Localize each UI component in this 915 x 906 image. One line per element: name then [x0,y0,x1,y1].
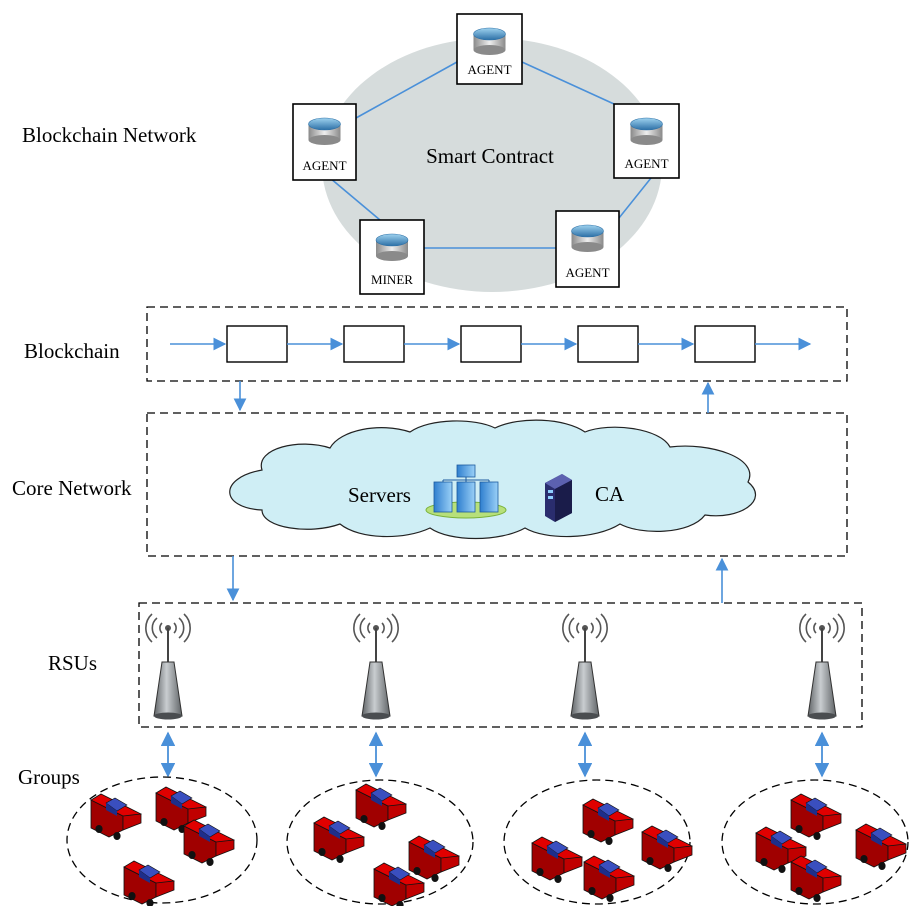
rsu-antennas [145,613,845,778]
database-icon [308,117,341,145]
node-miner-3: MINER [359,219,425,295]
car-icon [582,798,634,846]
vehicle-group-4 [721,779,909,905]
rsu-antenna-icon-3 [562,613,608,778]
vehicle-group-3 [503,779,693,905]
car-icon [183,819,235,867]
database-icon [571,224,604,252]
layer-label-rsus: RSUs [48,651,97,675]
block-3 [460,325,522,363]
car-icon [583,855,635,903]
ca-label: CA [595,482,625,506]
database-icon [630,117,663,145]
layer-arrows [226,381,729,603]
block-4 [577,325,639,363]
block-2 [343,325,405,363]
car-icon [408,835,460,883]
rsu-antenna-icon-2 [353,613,399,778]
layer-label-blockchain: Blockchain [24,339,120,363]
node-agent-4: AGENT [555,210,620,288]
node-agent-0: AGENT [456,13,523,85]
node-links [329,61,652,249]
ca-server-icon [545,474,572,522]
rsu-layer-frame [138,602,863,728]
car-icon [790,855,842,903]
layer-label-core-network: Core Network [12,476,132,500]
blockchain-layer-frame [146,306,848,382]
smart-contract-label: Smart Contract [426,144,554,168]
rsu-antenna-icon-1 [145,613,191,778]
servers-icon [425,464,507,519]
car-icon [313,816,365,864]
node-agent-2: AGENT [292,103,357,181]
block-5 [694,325,756,363]
database-icon [473,27,506,55]
car-icon [855,823,907,871]
vehicle-group-2 [286,779,474,906]
car-icon [90,793,142,841]
block-1 [226,325,288,363]
core-network-frame [146,412,848,557]
vehicle-groups [66,776,909,906]
vehicle-group-1 [66,776,258,906]
layer-label-groups: Groups [18,765,80,789]
servers-label: Servers [348,483,411,507]
node-label: AGENT [467,62,511,77]
car-icon [790,793,842,841]
node-label: MINER [371,272,413,287]
rsu-antenna-icon-4 [799,613,845,778]
car-icon [641,825,693,873]
block-chain [170,325,812,363]
node-label: AGENT [565,265,609,280]
car-icon [123,860,175,906]
node-agent-1: AGENT [613,103,680,179]
layer-label-blockchain-network: Blockchain Network [22,123,197,147]
car-icon [355,783,407,831]
database-icon [375,233,409,261]
node-label: AGENT [624,156,668,171]
cloud-shape [229,419,756,540]
node-label: AGENT [302,158,346,173]
car-icon [531,836,583,884]
blockchain-nodes: AGENT AGENT AGENT MINER AGENT [292,13,680,295]
